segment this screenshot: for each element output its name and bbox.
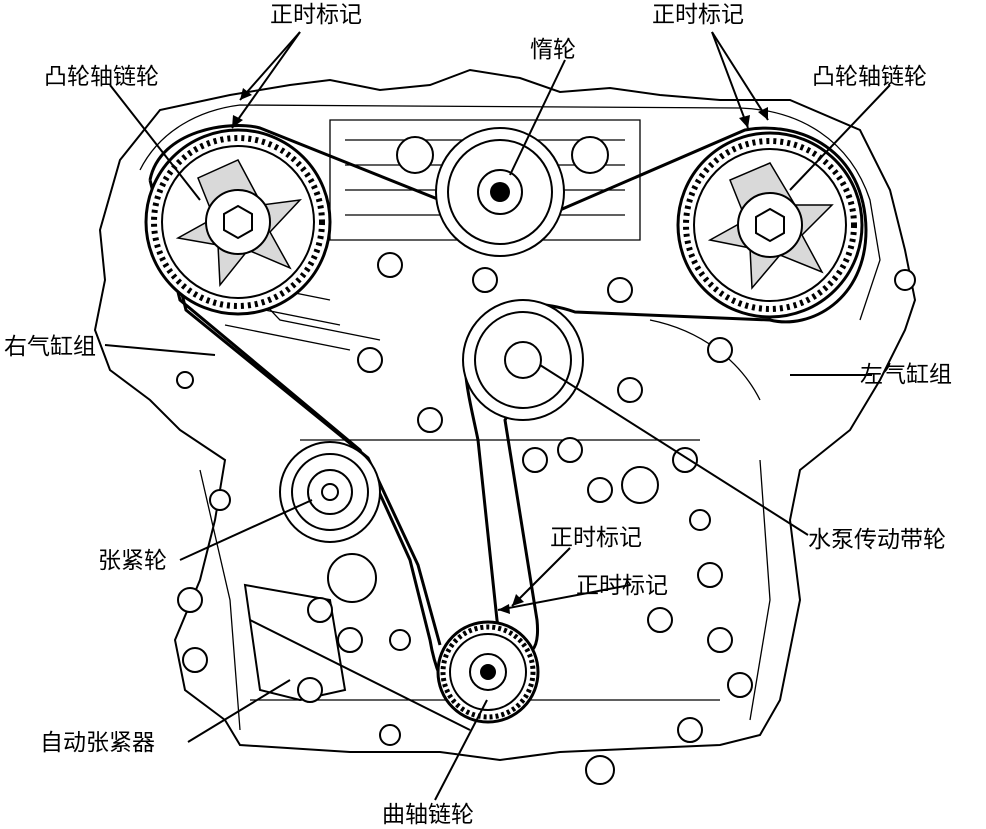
labels: 正时标记 正时标记 凸轮轴链轮 凸轮轴链轮 惰轮 右气缸组 左气缸组 水泵传动带…: [4, 2, 952, 828]
label-right-bank: 右气缸组: [4, 334, 96, 360]
idler-pulley: [435, 127, 565, 257]
cam-sprocket-right: [676, 131, 864, 319]
label-timing-mark-left-top: 正时标记: [270, 2, 362, 28]
label-timing-mark-mid-1: 正时标记: [550, 525, 642, 551]
label-idler: 惰轮: [530, 37, 576, 63]
crank-sprocket: [436, 620, 540, 724]
label-tensioner-pulley: 张紧轮: [98, 548, 167, 574]
bolts: [176, 136, 916, 785]
leader-lines: [104, 31, 891, 801]
label-cam-sprocket-left: 凸轮轴链轮: [44, 64, 159, 90]
tensioner-pulley: [279, 441, 381, 603]
label-crank-sprocket: 曲轴链轮: [382, 802, 474, 828]
label-timing-mark-mid-2: 正时标记: [576, 573, 668, 599]
label-cam-sprocket-right: 凸轮轴链轮: [812, 64, 927, 90]
label-left-bank: 左气缸组: [860, 362, 952, 388]
cam-sprocket-left: [144, 128, 332, 316]
label-timing-mark-right-top: 正时标记: [652, 2, 744, 28]
water-pump-pulley: [462, 299, 584, 421]
label-water-pump-pulley: 水泵传动带轮: [808, 527, 946, 553]
label-auto-tensioner: 自动张紧器: [40, 730, 155, 756]
